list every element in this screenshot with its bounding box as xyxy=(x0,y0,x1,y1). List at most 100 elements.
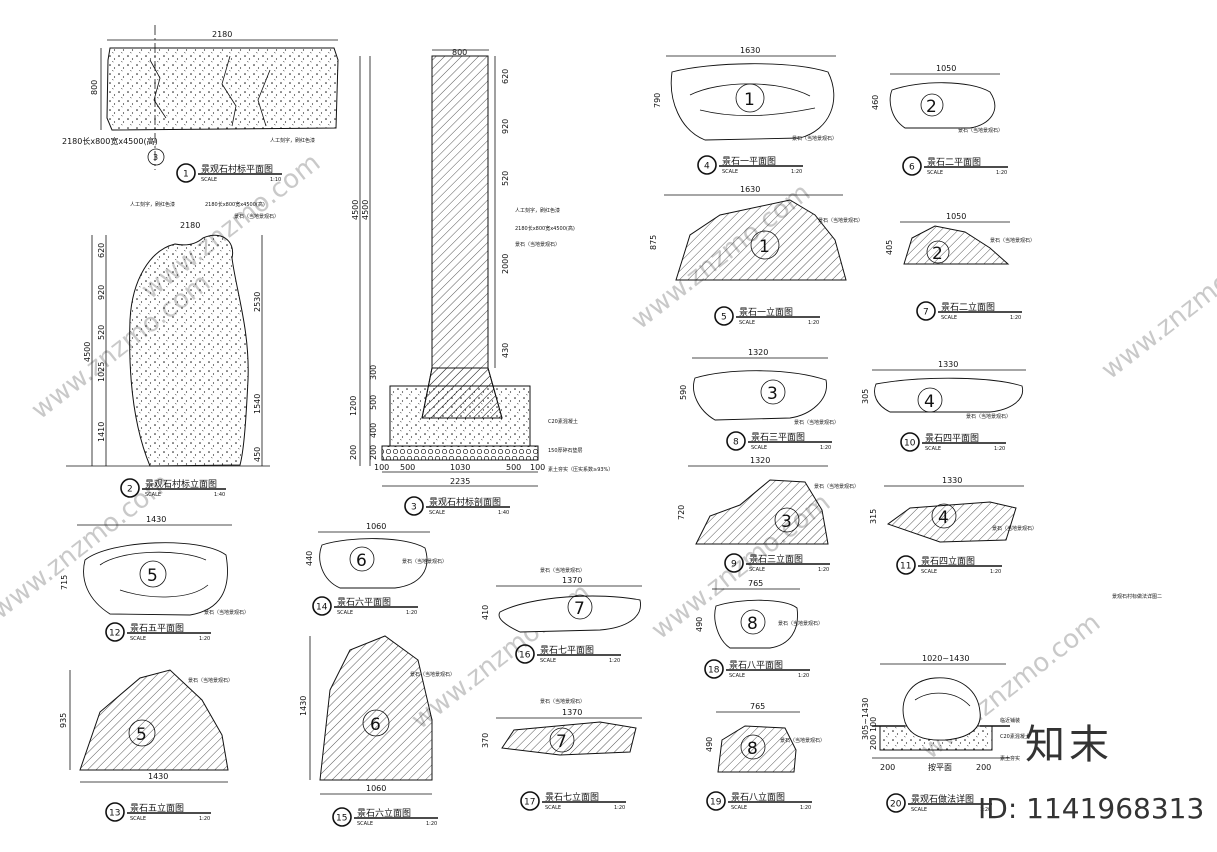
caption-scale-value: 1:20 xyxy=(199,816,210,822)
brand-watermark: 知末 xyxy=(1025,722,1113,768)
caption-number: 18 xyxy=(708,666,720,676)
svg-text:765: 765 xyxy=(750,702,765,711)
caption-title: 景观石村标平面图 xyxy=(201,163,273,175)
svg-text:400: 400 xyxy=(369,423,378,438)
svg-text:景石（当地景观石）: 景石（当地景观石） xyxy=(794,419,839,426)
caption-number: 6 xyxy=(909,163,915,173)
svg-text:620: 620 xyxy=(501,69,510,84)
caption-title: 景石八平面图 xyxy=(729,660,783,671)
caption-number: 2 xyxy=(127,485,133,495)
svg-text:150厚碎石垫层: 150厚碎石垫层 xyxy=(548,447,583,454)
caption-5: 5 景石一立面图 SCALE 1:20 xyxy=(714,306,820,326)
svg-text:景石（当地景观石）: 景石（当地景观石） xyxy=(780,737,825,744)
svg-text:720: 720 xyxy=(677,505,686,520)
svg-text:1540: 1540 xyxy=(253,394,262,414)
caption-scale-value: 1:20 xyxy=(791,169,802,175)
caption-scale-value: 1:20 xyxy=(800,805,811,811)
caption-scale-word: SCALE xyxy=(911,807,927,813)
svg-text:素土夯实（压实系数≥93%）: 素土夯实（压实系数≥93%） xyxy=(548,466,613,473)
caption-scale-value: 1:20 xyxy=(798,673,809,679)
svg-text:3: 3 xyxy=(781,512,792,532)
svg-text:405: 405 xyxy=(885,240,894,255)
caption-number: 13 xyxy=(109,809,120,819)
svg-text:935: 935 xyxy=(59,713,68,728)
svg-text:790: 790 xyxy=(653,93,662,108)
svg-text:305: 305 xyxy=(861,389,870,404)
svg-text:4: 4 xyxy=(938,508,949,528)
caption-scale-value: 1:20 xyxy=(199,636,210,642)
svg-text:1370: 1370 xyxy=(562,708,582,717)
svg-text:875: 875 xyxy=(649,235,658,250)
caption-scale-value: 1:20 xyxy=(994,446,1005,452)
caption-scale-word: SCALE xyxy=(751,445,767,451)
svg-text:490: 490 xyxy=(695,617,704,632)
caption-number-circle xyxy=(697,155,717,175)
note-text: 2180长x800宽x4500(高) xyxy=(62,136,158,146)
id-watermark: ID: 1141968313 xyxy=(978,792,1205,825)
svg-text:1370: 1370 xyxy=(562,576,582,585)
caption-number: 5 xyxy=(721,313,727,323)
note-text: 人工刻字，刷红色漆 xyxy=(270,137,315,144)
caption-number-circle xyxy=(724,553,744,573)
svg-text:520: 520 xyxy=(97,325,106,340)
caption-scale-word: SCALE xyxy=(739,320,755,326)
stone-views: 1630 790 1 景石（当地景观石） 1630 875 1 景石（当地景观石… xyxy=(59,46,1037,795)
caption-number: 11 xyxy=(900,562,911,572)
note-text: 景石（当地景观石） xyxy=(234,213,279,220)
svg-text:素土夯实: 素土夯实 xyxy=(1000,755,1020,762)
caption-scale-word: SCALE xyxy=(540,658,556,664)
caption-scale-value: 1:10 xyxy=(270,177,281,183)
caption-title: 景石三立面图 xyxy=(749,553,803,565)
caption-number-circle xyxy=(704,659,724,679)
caption-number-circle xyxy=(312,596,332,616)
caption-number-circle xyxy=(714,306,734,326)
caption-number: 4 xyxy=(704,162,710,172)
caption-scale-word: SCALE xyxy=(357,821,373,827)
caption-scale-value: 1:20 xyxy=(990,569,1001,575)
svg-text:1330: 1330 xyxy=(942,476,962,485)
view-2-elevation: 人工刻字，刷红色漆 2180长x800宽x4500(高) 2180 景石（当地景… xyxy=(66,201,279,467)
svg-text:C20素混凝土: C20素混凝土 xyxy=(1000,733,1030,740)
caption-number-circle xyxy=(515,644,535,664)
svg-text:450: 450 xyxy=(253,447,262,462)
svg-text:临近铺装: 临近铺装 xyxy=(1000,717,1020,724)
caption-title: 景石一立面图 xyxy=(739,306,793,318)
caption-title: 景石二立面图 xyxy=(941,301,995,313)
caption-title: 景石六立面图 xyxy=(357,807,411,819)
svg-text:按平面: 按平面 xyxy=(928,762,952,772)
caption-number: 14 xyxy=(316,603,328,613)
svg-text:景石（当地景观石）: 景石（当地景观石） xyxy=(540,698,585,705)
caption-scale-value: 1:20 xyxy=(996,170,1007,176)
svg-text:370: 370 xyxy=(481,733,490,748)
svg-text:440: 440 xyxy=(305,551,314,566)
svg-text:7: 7 xyxy=(556,732,567,752)
svg-text:1060: 1060 xyxy=(366,784,386,793)
svg-text:1030: 1030 xyxy=(450,463,470,472)
caption-number-circle xyxy=(886,793,906,813)
caption-number: 1 xyxy=(183,170,189,180)
svg-text:景石（当地景观石）: 景石（当地景观石） xyxy=(778,620,823,627)
svg-text:2: 2 xyxy=(932,244,943,264)
svg-text:200: 200 xyxy=(976,763,991,772)
svg-text:765: 765 xyxy=(748,579,763,588)
caption-title: 景观石村标剖面图 xyxy=(429,496,501,508)
svg-text:景石（当地景观石）: 景石（当地景观石） xyxy=(515,241,560,248)
view-3-section: 800 4500 4500 620 920 520 2000 430 300 5… xyxy=(349,48,613,487)
svg-text:500: 500 xyxy=(400,463,415,472)
caption-scale-value: 1:20 xyxy=(808,320,819,326)
svg-text:2000: 2000 xyxy=(501,254,510,274)
caption-number-circle xyxy=(726,431,746,451)
svg-text:8: 8 xyxy=(747,739,758,759)
caption-number: 8 xyxy=(733,438,739,448)
